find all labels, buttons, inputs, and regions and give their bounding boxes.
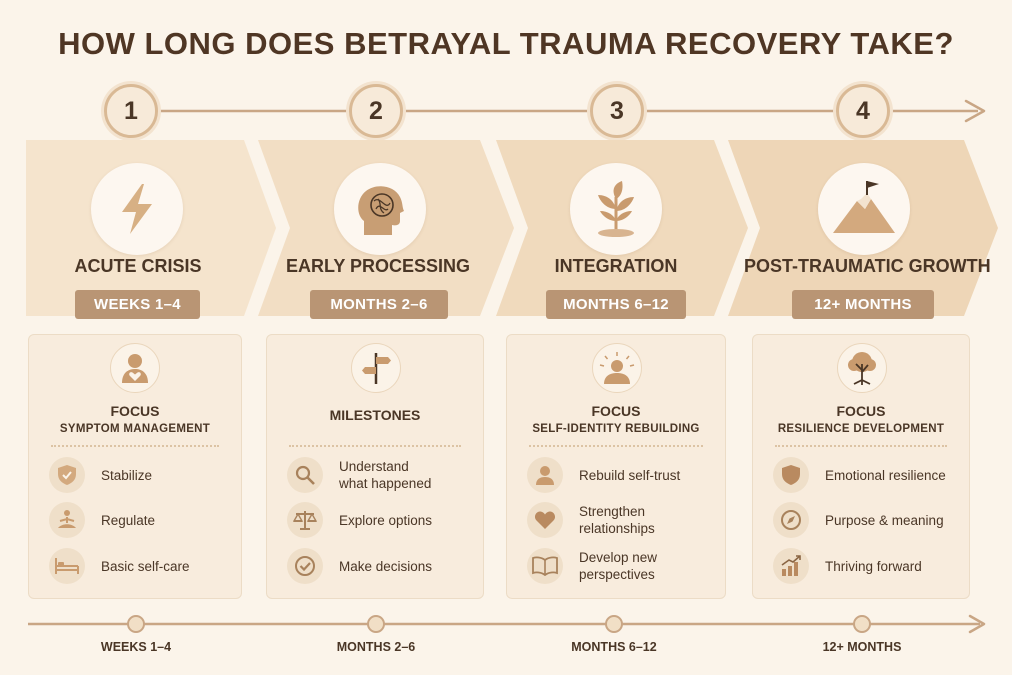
list-item: Rebuild self-trust	[527, 455, 680, 495]
list-item: Basic self-care	[49, 546, 190, 586]
card-subheading: RESILIENCE DEVELOPMENT	[777, 423, 945, 435]
bottom-timeline	[28, 614, 986, 634]
list-item: Thriving forward	[773, 546, 922, 586]
timeline-label-4: 12+ MONTHS	[822, 640, 902, 654]
item-label: Make decisions	[339, 558, 433, 574]
step-number-3: 3	[590, 84, 644, 138]
person-heart-icon	[110, 343, 160, 393]
list-item: Emotional resilience	[773, 455, 946, 495]
timeline-label-1: WEEKS 1–4	[100, 640, 172, 654]
card-divider	[529, 445, 703, 447]
stage-title-4: POST-TRAUMATIC GROWTH	[744, 256, 991, 276]
shield-icon	[773, 457, 809, 493]
list-item: Develop new perspectives	[527, 546, 657, 586]
timeline-label-2: MONTHS 2–6	[336, 640, 416, 654]
timeline-dot-3	[605, 615, 623, 633]
stage-card-4: FOCUS RESILIENCE DEVELOPMENT Emotional r…	[752, 334, 970, 599]
item-label: Stabilize	[101, 467, 153, 483]
tree-icon	[837, 343, 887, 393]
step-number-1: 1	[104, 84, 158, 138]
stage-badge-2: MONTHS 2–6	[310, 290, 448, 319]
magnifier-icon	[287, 457, 323, 493]
signpost-icon	[351, 343, 401, 393]
person-icon	[527, 457, 563, 493]
step-number-2: 2	[349, 84, 403, 138]
stage-badge-3: MONTHS 6–12	[546, 290, 686, 319]
card-divider	[51, 445, 219, 447]
list-item: Make decisions	[287, 546, 432, 586]
head-brain-icon	[334, 163, 426, 255]
meditation-icon	[49, 502, 85, 538]
scales-icon	[287, 502, 323, 538]
checkmark-icon	[287, 548, 323, 584]
heart-icon	[527, 502, 563, 538]
timeline-dot-2	[367, 615, 385, 633]
item-label: Basic self-care	[101, 558, 190, 574]
card-divider	[289, 445, 461, 447]
sprout-icon	[570, 163, 662, 255]
list-item: Explore options	[287, 500, 432, 540]
card-heading: FOCUS	[110, 403, 160, 419]
book-icon	[527, 548, 563, 584]
lightning-icon	[91, 163, 183, 255]
card-divider	[775, 445, 947, 447]
item-label: Thriving forward	[825, 558, 922, 574]
card-subheading: SELF-IDENTITY REBUILDING	[532, 423, 700, 435]
stage-title-1: ACUTE CRISIS	[74, 256, 202, 276]
stage-card-1: FOCUS SYMPTOM MANAGEMENT Stabilize Regul…	[28, 334, 242, 599]
timeline-label-3: MONTHS 6–12	[571, 640, 657, 654]
list-item: Regulate	[49, 500, 155, 540]
item-label: Explore options	[339, 512, 433, 528]
shield-check-icon	[49, 457, 85, 493]
list-item: Purpose & meaning	[773, 500, 944, 540]
list-item: Stabilize	[49, 455, 152, 495]
card-heading: FOCUS	[836, 403, 886, 419]
card-heading: FOCUS	[591, 403, 641, 419]
step-number-4: 4	[836, 84, 890, 138]
item-label: Emotional resilience	[825, 467, 946, 483]
stage-title-3: INTEGRATION	[554, 256, 678, 276]
item-label: Rebuild self-trust	[579, 467, 681, 483]
list-item: Understand what happened	[287, 455, 431, 495]
timeline-dot-4	[853, 615, 871, 633]
timeline-dot-1	[127, 615, 145, 633]
list-item: Strengthen relationships	[527, 500, 655, 540]
item-label: Purpose & meaning	[825, 512, 944, 528]
item-label: Regulate	[101, 512, 156, 528]
bed-icon	[49, 548, 85, 584]
stage-card-3: FOCUS SELF-IDENTITY REBUILDING Rebuild s…	[506, 334, 726, 599]
item-label: Develop new perspectives	[579, 550, 658, 582]
stage-badge-4: 12+ MONTHS	[792, 290, 934, 319]
stage-badge-1: WEEKS 1–4	[75, 290, 200, 319]
card-subheading: SYMPTOM MANAGEMENT	[59, 423, 211, 435]
stage-title-2: EARLY PROCESSING	[285, 256, 471, 276]
stage-card-2: MILESTONES Understand what happened Expl…	[266, 334, 484, 599]
item-label: Strengthen relationships	[579, 504, 655, 536]
card-heading: MILESTONES	[329, 407, 421, 423]
page-title: HOW LONG DOES BETRAYAL TRAUMA RECOVERY T…	[58, 26, 954, 61]
compass-icon	[773, 502, 809, 538]
mountain-flag-icon	[818, 163, 910, 255]
growth-chart-icon	[773, 548, 809, 584]
person-sunrise-icon	[592, 343, 642, 393]
item-label: Understand what happened	[339, 459, 432, 491]
